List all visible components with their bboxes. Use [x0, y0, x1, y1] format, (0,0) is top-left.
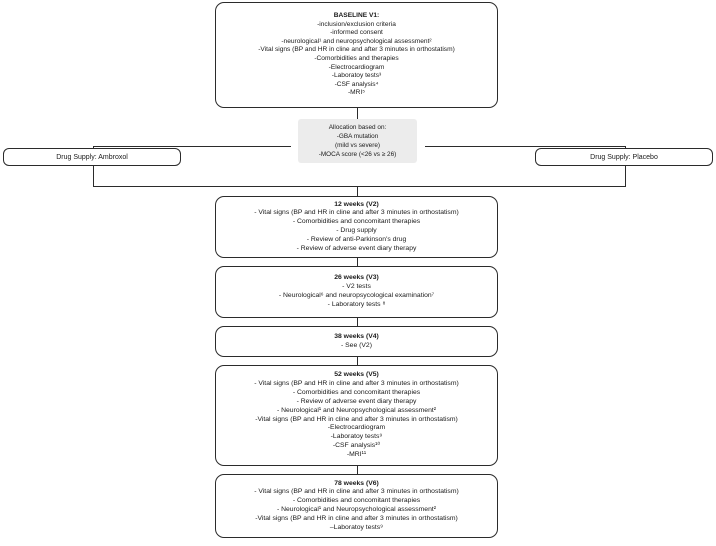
visit-box-v6[interactable]: 78 weeks (V6) - Vital signs (BP and HR i…: [215, 474, 498, 538]
visit-v5-item-3: - Neurological¹ and Neuropsychological a…: [276, 406, 437, 414]
baseline-item-1: -informed consent: [330, 29, 383, 37]
visit-v5-item-4: -Vital signs (BP and HR in cline and aft…: [255, 415, 458, 423]
connector-merge-to-v2: [357, 186, 358, 196]
visit-v6-title: 78 weeks (V6): [334, 479, 379, 487]
visit-v2-item-3: - Review of anti-Parkinson's drug: [306, 235, 407, 243]
visit-v5-item-1: - Comorbidities and concomitant therapie…: [292, 389, 421, 397]
baseline-item-4: -Comorbidities and therapies: [314, 55, 399, 62]
arm-label-ambroxol: Drug Supply: Ambroxol: [56, 153, 128, 161]
baseline-item-3: -Vital signs (BP and HR in cline and aft…: [258, 46, 455, 54]
connector-baseline-to-allocation: [357, 108, 358, 119]
connector-allocation-left: [93, 146, 291, 147]
connector-v4-to-v5: [357, 357, 358, 365]
allocation-item-2: -MOCA score (<26 vs ≥ 26): [318, 151, 397, 159]
baseline-v1-box[interactable]: BASELINE V1: -inclusion/exclusion criter…: [215, 2, 498, 108]
visit-box-v3[interactable]: 26 weeks (V3) - V2 tests - Neurological⁶…: [215, 266, 498, 318]
visit-v3-title: 26 weeks (V3): [334, 274, 379, 282]
baseline-item-5: -Electrocardiogram: [328, 63, 385, 71]
visit-v6-item-4: –Laboratoy tests⁹: [329, 523, 384, 531]
visit-box-v4[interactable]: 38 weeks (V4) - See (V2): [215, 326, 498, 357]
visit-v5-item-0: - Vital signs (BP and HR in cline and af…: [254, 380, 459, 388]
visit-v4-item-0: - See (V2): [341, 341, 372, 349]
visit-v5-item-6: -Laboratoy tests⁹: [330, 433, 383, 441]
baseline-item-0: -inclusion/exclusion criteria: [317, 20, 396, 28]
connector-right-arm-vertical: [625, 146, 626, 186]
connector-v5-to-v6: [357, 466, 358, 474]
arm-label-placebo: Drug Supply: Placebo: [590, 153, 658, 161]
visit-v5-item-7: -CSF analysis¹⁰: [332, 441, 381, 449]
visit-v3-item-2: - Laboratory tests ⁸: [327, 300, 386, 308]
arm-box-ambroxol[interactable]: Drug Supply: Ambroxol: [3, 148, 181, 166]
allocation-item-1: (mild vs severe): [334, 142, 381, 149]
connector-left-arm-vertical: [93, 146, 94, 186]
visit-v6-item-3: -Vital signs (BP and HR in cline and aft…: [255, 514, 458, 522]
visit-v2-title: 12 weeks (V2): [334, 200, 379, 208]
visit-box-v2[interactable]: 12 weeks (V2) - Vital signs (BP and HR i…: [215, 196, 498, 258]
visit-box-v5[interactable]: 52 weeks (V5) - Vital signs (BP and HR i…: [215, 365, 498, 466]
baseline-item-2: -neurological¹ and neuropsychological as…: [281, 37, 432, 45]
visit-v6-item-2: - Neurological¹ and Neuropsychological a…: [276, 506, 437, 513]
visit-v6-item-1: - Comorbidities and concomitant therapie…: [292, 497, 421, 505]
visit-v2-item-4: - Review of adverse event diary therapy: [296, 244, 417, 252]
arm-box-placebo[interactable]: Drug Supply: Placebo: [535, 148, 713, 166]
allocation-box[interactable]: Allocation based on: -GBA mutation (mild…: [298, 119, 417, 163]
allocation-item-0: -GBA mutation: [336, 132, 379, 140]
connector-allocation-right: [425, 146, 625, 147]
visit-v6-item-0: - Vital signs (BP and HR in cline and af…: [254, 488, 459, 496]
baseline-item-8: -MRI⁵: [347, 89, 365, 97]
visit-v3-item-1: - Neurological⁶ and neuropsycological ex…: [278, 292, 435, 299]
visit-v5-item-8: -MRI¹¹: [346, 450, 367, 458]
baseline-title: BASELINE V1:: [333, 12, 380, 20]
allocation-title: Allocation based on:: [328, 123, 387, 131]
visit-v5-title: 52 weeks (V5): [334, 371, 379, 379]
visit-v2-item-1: - Comorbidities and concomitant therapie…: [292, 218, 421, 226]
visit-v3-item-0: - V2 tests: [342, 283, 371, 291]
visit-v5-item-5: -Electrocardiogram: [327, 424, 386, 432]
connector-v3-to-v4: [357, 318, 358, 326]
connector-arms-merge: [93, 186, 626, 187]
baseline-item-7: -CSF analysis⁴: [334, 80, 379, 88]
connector-v2-to-v3: [357, 258, 358, 266]
baseline-item-6: -Laboratoy tests³: [331, 72, 382, 80]
visit-v2-item-0: - Vital signs (BP and HR in cline and af…: [254, 209, 459, 217]
visit-v4-title: 38 weeks (V4): [334, 332, 379, 340]
visit-v5-item-2: - Review of adverse event diary therapy: [296, 397, 417, 405]
visit-v2-item-2: - Drug supply: [336, 227, 377, 234]
